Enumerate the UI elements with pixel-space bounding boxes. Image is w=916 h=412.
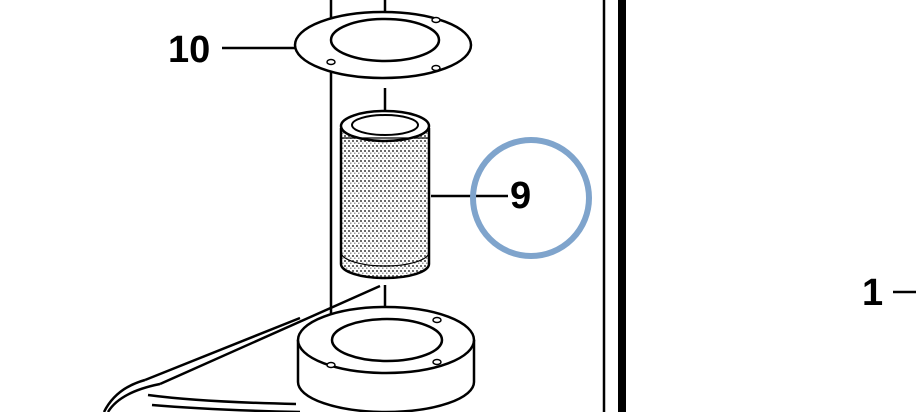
callout-label-1: 1 — [862, 272, 883, 314]
callout-10: 10 — [168, 29, 296, 71]
callout-9: 9 — [431, 137, 592, 259]
panel-divider — [618, 0, 626, 412]
top-flange-gasket — [293, 10, 473, 80]
highlight-circle — [470, 137, 592, 259]
callout-1: 1 — [862, 272, 916, 314]
callout-label-10: 10 — [168, 29, 210, 71]
tank-body-outline — [102, 284, 381, 412]
filter-element — [339, 109, 431, 280]
callout-label-9: 9 — [510, 175, 531, 217]
filter-housing-base — [296, 305, 476, 412]
